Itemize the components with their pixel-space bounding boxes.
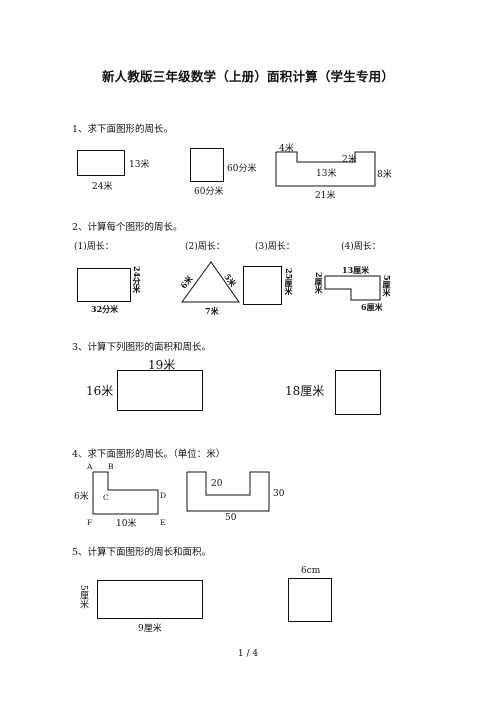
q4-shape1-bottom: 10米 — [116, 519, 137, 529]
question-3-label: 3、计算下列图形的面积和周长。 — [72, 342, 212, 353]
q4-point-e: E — [160, 518, 166, 527]
q2-square — [243, 266, 282, 305]
q2-shape-right: 5厘米 — [382, 275, 392, 297]
q5-square-top: 6cm — [301, 566, 321, 576]
q1-rectangle — [77, 150, 125, 176]
q3-square — [335, 370, 381, 415]
q4-point-a: A — [87, 462, 93, 471]
q5-square — [288, 578, 332, 622]
q4-point-f: F — [87, 518, 93, 527]
q2-rect-bottom: 32分米 — [91, 304, 119, 314]
question-1-label: 1、求下面图形的周长。 — [72, 124, 174, 135]
q1-shape-top-left: 4米 — [279, 144, 294, 154]
q3-rect-left: 16米 — [86, 384, 114, 398]
q1-shape-top-right: 2米 — [342, 155, 357, 165]
q4-shape2-bottom: 50 — [225, 513, 237, 523]
q4-shape1-left: 6米 — [74, 492, 89, 502]
q2-sub-4: (4)周长： — [341, 242, 381, 252]
q2-sub-3: (3)周长： — [255, 242, 295, 252]
q2-rectangle — [77, 268, 131, 302]
q3-square-left: 18厘米 — [285, 384, 325, 398]
question-2-label: 2、计算每个图形的周长。 — [72, 222, 183, 233]
q1-rect-side: 13米 — [129, 160, 150, 170]
q2-shape-bottom: 6厘米 — [361, 302, 383, 312]
q1-rect-bottom: 24米 — [92, 182, 113, 192]
q2-shape-left: 2厘米 — [314, 272, 324, 294]
q5-rect-left: 5厘米 — [78, 585, 88, 609]
q1-square — [190, 148, 224, 182]
q1-square-side: 60分米 — [227, 164, 257, 174]
q1-shape-bottom: 21米 — [315, 191, 336, 201]
q5-rect-bottom: 9厘米 — [138, 624, 162, 634]
question-4-label: 4、求下面图形的周长。（单位：米） — [72, 449, 226, 460]
q2-rect-side: 24分米 — [132, 266, 142, 294]
q4-point-b: B — [108, 462, 114, 471]
page-number: 1 / 4 — [237, 649, 259, 659]
q2-sub-2: (2)周长： — [185, 242, 225, 252]
q1-shape-middle: 13米 — [316, 169, 337, 179]
q2-square-side: 25厘米 — [284, 268, 294, 296]
page-title: 新人教版三年级数学（上册）面积计算（学生专用） — [101, 69, 395, 84]
q2-sub-1: (1)周长： — [74, 242, 114, 252]
q4-point-d: D — [160, 491, 167, 500]
q4-shape2-right: 30 — [273, 489, 285, 499]
q5-rectangle — [97, 580, 203, 619]
q4-point-c: C — [103, 493, 109, 502]
q1-square-bottom: 60分米 — [194, 187, 224, 197]
q1-shape-right: 8米 — [377, 170, 392, 180]
q3-rect-top: 19米 — [148, 358, 176, 372]
question-5-label: 5、计算下面图形的周长和面积。 — [72, 547, 212, 558]
q3-rectangle — [117, 370, 203, 411]
q2-triangle-bottom: 7米 — [205, 306, 219, 316]
q4-shape2-inner: 20 — [211, 479, 223, 489]
q2-shape-top: 13厘米 — [342, 265, 370, 275]
